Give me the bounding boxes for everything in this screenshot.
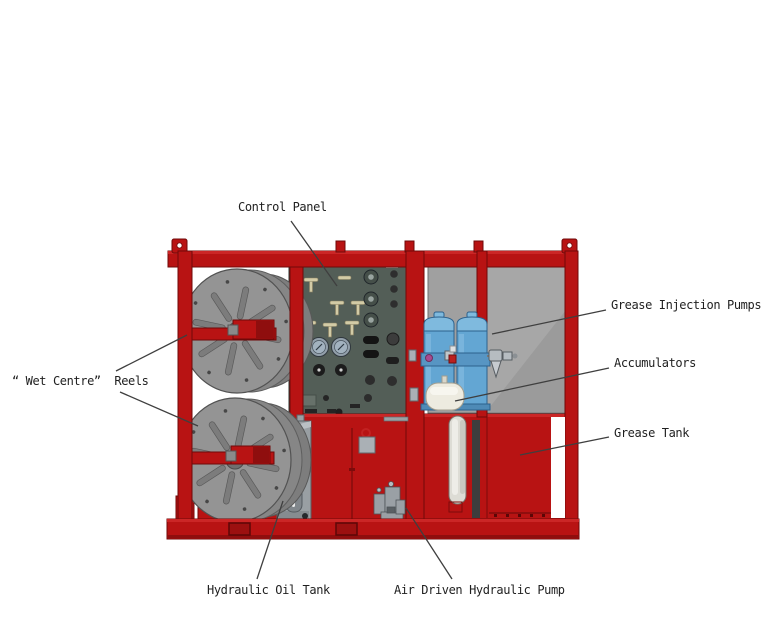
accumulator-illustration: [425, 375, 465, 411]
label-air-driven-hydraulic-pump: Air Driven Hydraulic Pump: [394, 583, 565, 597]
pump-fittings: [425, 345, 518, 379]
frame-post-left: [177, 250, 193, 524]
leader-reels-bottom: [119, 391, 199, 427]
label-hydraulic-oil-tank: Hydraulic Oil Tank: [207, 583, 330, 597]
leader-grease-tank: [519, 436, 610, 456]
leader-accumulators: [454, 367, 610, 402]
leader-grease-injection-pumps: [491, 309, 607, 335]
frame-post-3: [405, 250, 425, 524]
label-accumulators: Accumulators: [614, 356, 696, 370]
leader-air-driven-pump: [405, 507, 453, 580]
leader-control-panel: [290, 220, 338, 287]
label-control-panel: Control Panel: [238, 200, 327, 214]
grease-tank-illustration: [486, 417, 563, 518]
label-grease-injection-pumps: Grease Injection Pumps: [611, 298, 762, 312]
reel-axle-beams: [180, 319, 277, 465]
dark-gap: [472, 420, 480, 518]
filter-bowl: [490, 360, 502, 379]
padeye-tab: [473, 240, 484, 253]
label-grease-tank: Grease Tank: [614, 426, 690, 440]
air-driven-pump-illustration: [373, 481, 406, 524]
panel-fittings: [298, 264, 400, 416]
grease-pump-right: [453, 311, 491, 411]
forklift-pocket-right: [335, 522, 358, 536]
grease-injection-pumps-illustration: [408, 311, 518, 411]
padeye-tab: [404, 240, 415, 253]
frame-post-2: [289, 250, 304, 424]
padeye-tab: [335, 240, 346, 253]
leader-reels-top: [115, 334, 188, 372]
leader-lines: [115, 220, 610, 580]
cabinet-details: [349, 415, 565, 524]
label-wet-centre-reels: “ Wet Centre” Reels: [12, 374, 149, 388]
skid-base: [166, 518, 580, 540]
accumulator-bottle-window: [448, 415, 467, 513]
forklift-pocket-left: [228, 522, 251, 536]
frame-post-right: [564, 250, 579, 524]
leader-hydraulic-oil-tank: [256, 500, 284, 580]
